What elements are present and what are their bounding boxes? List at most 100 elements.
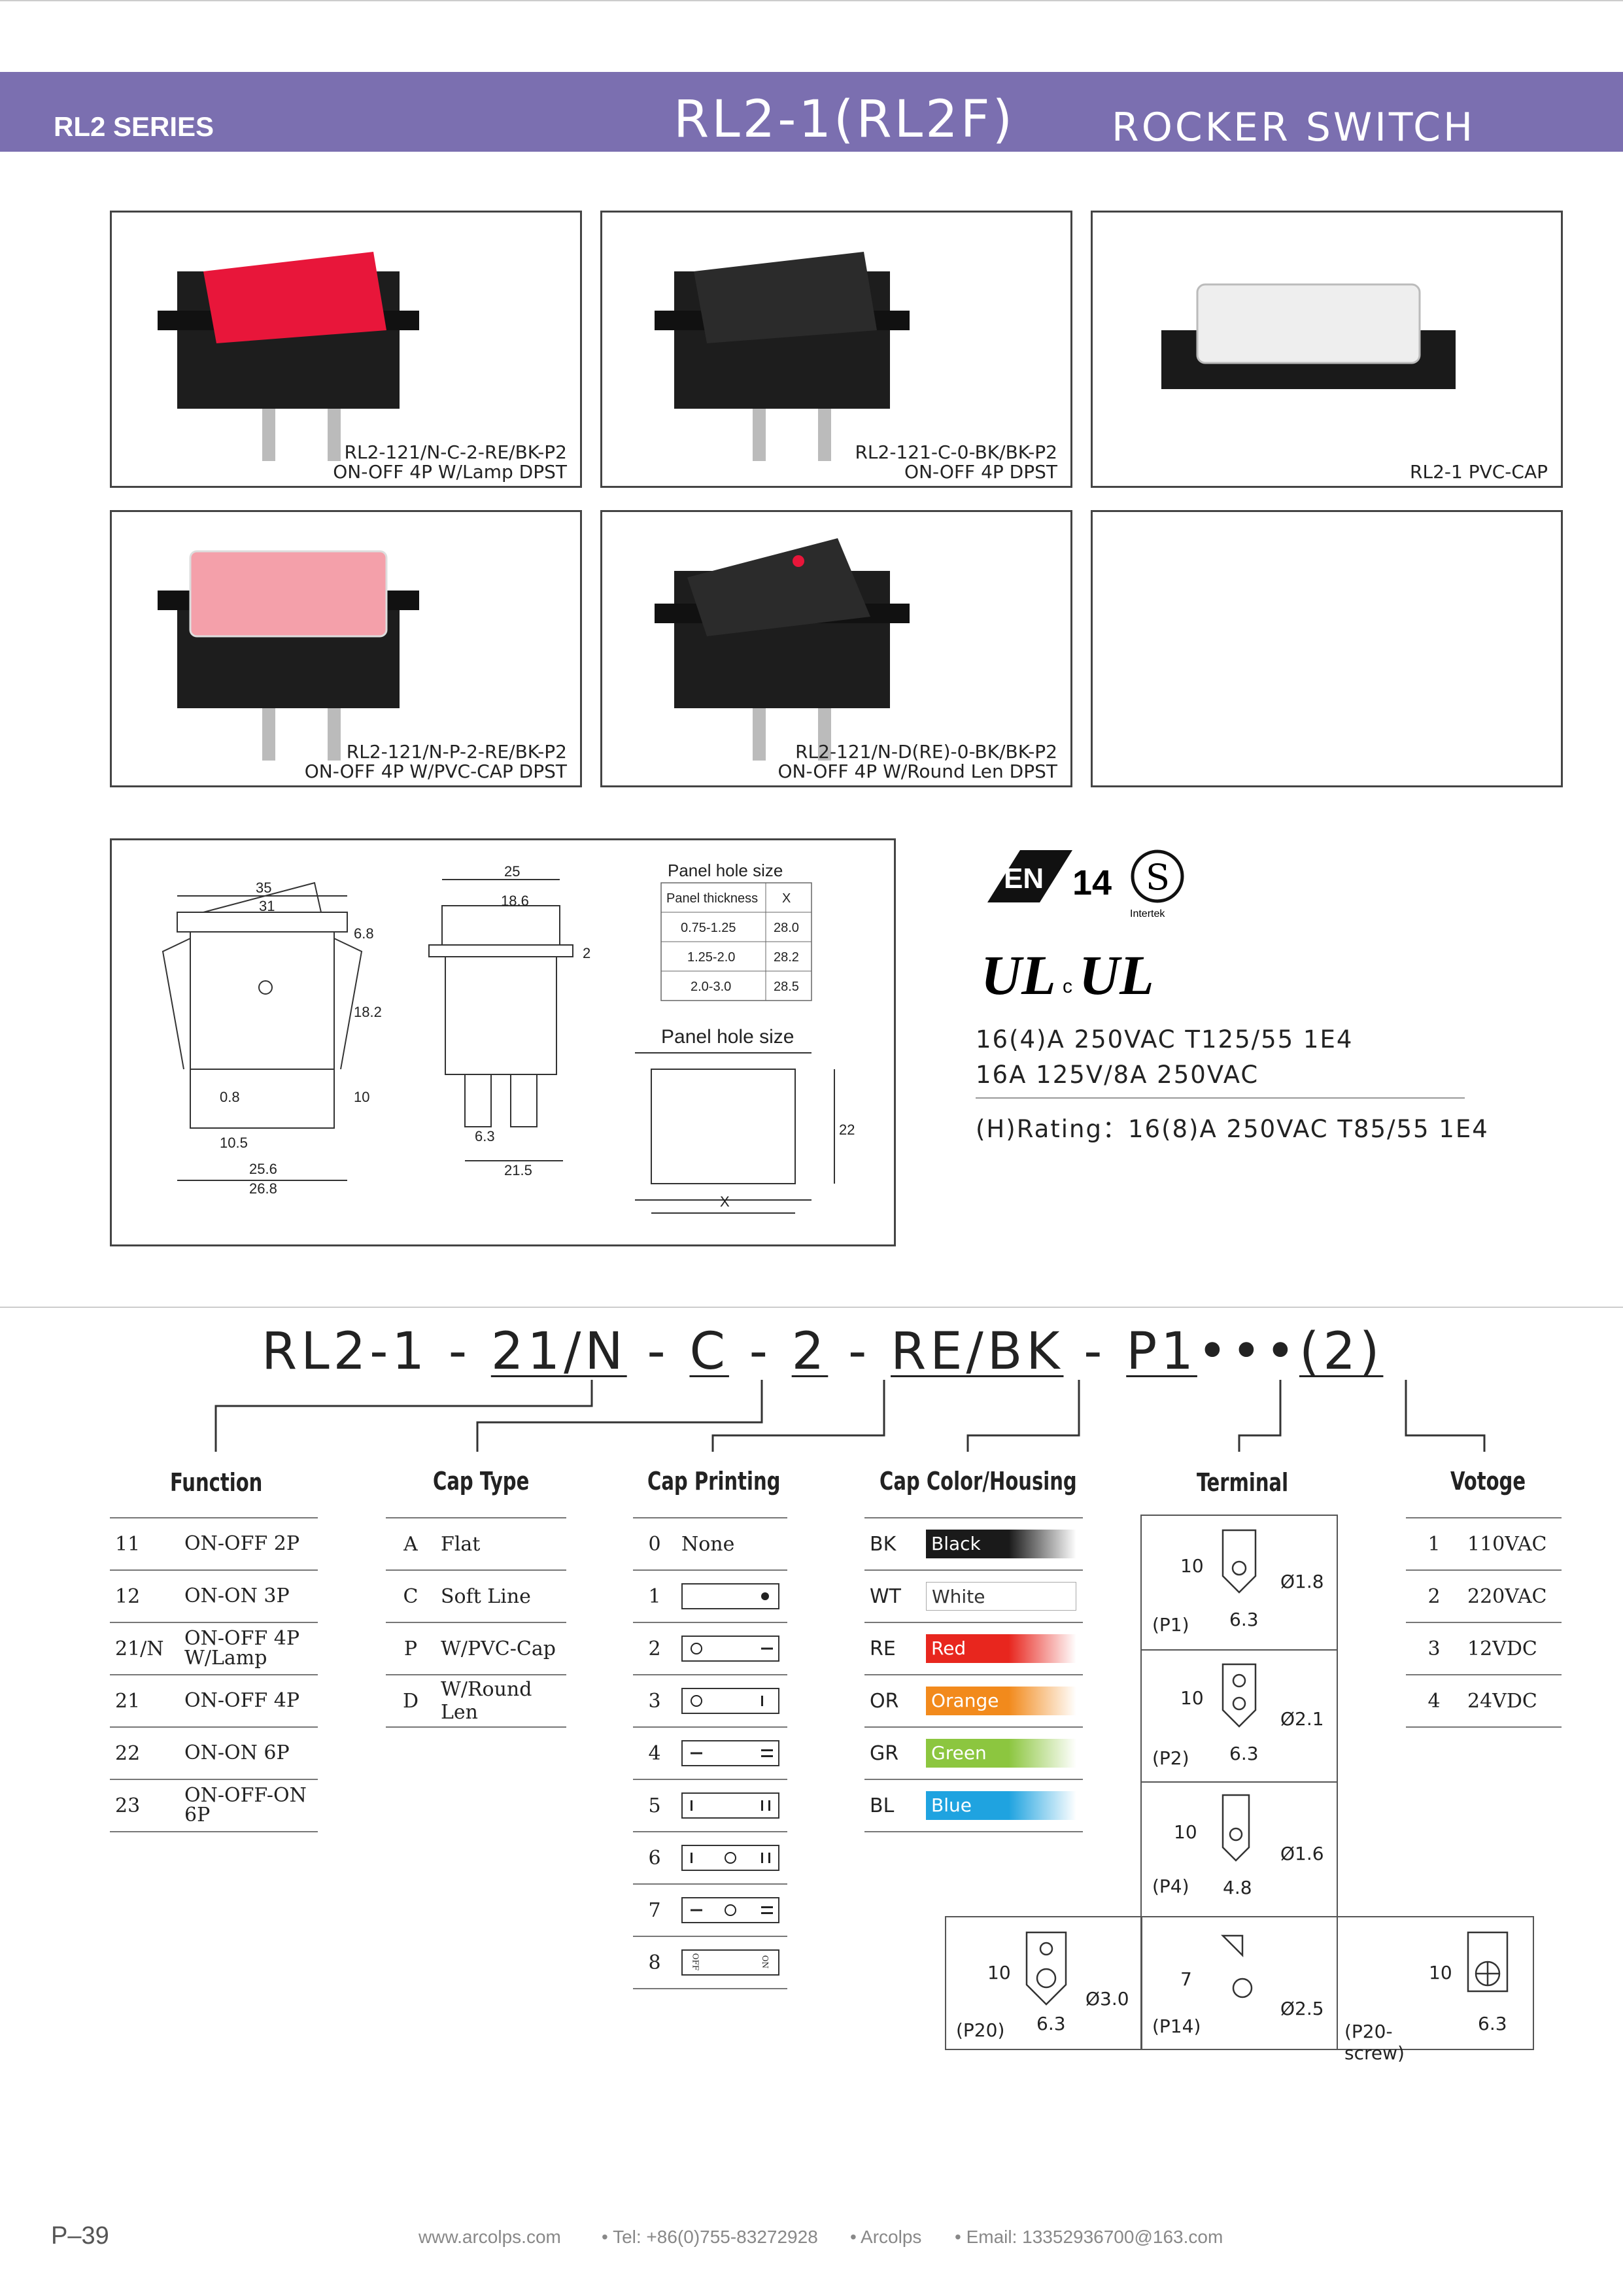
function-desc: ON-OFF 2P (179, 1517, 318, 1570)
photo-caption-3: RL2-1 PVC-CAP (1410, 461, 1548, 483)
code-sep-1: - (448, 1322, 471, 1381)
function-code: 11 (110, 1517, 179, 1570)
print-mark-o (725, 1904, 736, 1916)
rating-line-1: 16(4)A 250VAC T125/55 1E4 (976, 1025, 1354, 1054)
color-swatch: Black (926, 1530, 1076, 1558)
svg-text:0.75-1.25: 0.75-1.25 (681, 921, 736, 935)
cap-type-desc: W/Round Len (436, 1674, 566, 1728)
svg-text:10: 10 (354, 1089, 369, 1105)
voltage-code: 1 (1406, 1517, 1462, 1570)
p4-label: (P4) (1152, 1876, 1189, 1897)
voltage-code: 3 (1406, 1622, 1462, 1675)
page-number: P–39 (51, 2222, 109, 2250)
color-code: GR (864, 1726, 921, 1779)
svg-text:26.8: 26.8 (249, 1180, 277, 1197)
enec-logo: EN 14 (987, 850, 1112, 902)
code-voltage: (2) (1299, 1322, 1384, 1381)
function-desc: ON-ON 6P (179, 1726, 318, 1779)
printing-code: 7 (633, 1883, 676, 1936)
cap-printing-row: 5 (633, 1779, 787, 1832)
color-code: OR (864, 1674, 921, 1727)
intertek-s-logo: S Intertek (1130, 849, 1184, 919)
svg-text:28.5: 28.5 (774, 980, 799, 994)
svg-text:18.2: 18.2 (354, 1004, 382, 1020)
cap-printing-row: 1 (633, 1569, 787, 1622)
printing-box (681, 1583, 779, 1609)
color-swatch: White (926, 1582, 1076, 1611)
p20-label: (P20) (956, 2019, 1005, 2041)
rating-line-3: (H)Rating：16(8)A 250VAC T85/55 1E4 (976, 1115, 1489, 1143)
code-sep-2: - (647, 1322, 670, 1381)
svg-text:2: 2 (583, 945, 590, 961)
terminal-shapes (1025, 1529, 1509, 2006)
printing-code: 4 (633, 1726, 676, 1779)
terminal-p20-screw (1337, 1916, 1534, 2050)
svg-text:Panel hole size: Panel hole size (668, 861, 783, 880)
print-mark-dbar (761, 1800, 770, 1811)
heading-cap-color: Cap Color/Housing (880, 1467, 1077, 1496)
pvc-cap-image (1161, 283, 1456, 389)
dimension-drawing: 35 31 6.8 18.2 10 0.8 10.5 25.6 26.8 25 … (110, 838, 896, 1246)
svg-text:31: 31 (259, 898, 275, 914)
function-code: 21 (110, 1674, 179, 1727)
heading-voltage: Votoge (1450, 1467, 1526, 1496)
color-swatch: Green (926, 1739, 1076, 1768)
printing-symbol (676, 1883, 787, 1936)
svg-text:2.0-3.0: 2.0-3.0 (691, 980, 731, 994)
p1-h: 10 (1180, 1555, 1204, 1577)
printing-box (681, 1792, 779, 1819)
printing-code: 0 (633, 1517, 676, 1570)
switch-red-pvc-image (158, 550, 419, 761)
color-swatch: Orange (926, 1687, 1076, 1715)
code-sep-5: - (1084, 1322, 1106, 1381)
p1-dia: Ø1.8 (1280, 1571, 1324, 1592)
function-code: 23 (110, 1779, 179, 1832)
printing-code: 8 (633, 1936, 676, 1989)
footer-web[interactable]: www.arcolps.com (419, 2227, 561, 2247)
color-swatch: Red (926, 1634, 1076, 1663)
print-mark-dash (691, 1909, 702, 1911)
code-cap: C (689, 1322, 729, 1381)
footer-email[interactable]: • Email: 13352936700@163.com (955, 2227, 1223, 2247)
svg-text:28.2: 28.2 (774, 950, 799, 965)
cap-printing-row: 2 (633, 1622, 787, 1675)
voltage-value: 110VAC (1462, 1517, 1562, 1570)
p4-dia: Ø1.6 (1280, 1843, 1324, 1864)
cap-printing-row: 4 (633, 1726, 787, 1779)
cap-type-code: A (386, 1517, 436, 1570)
svg-text:14: 14 (1072, 863, 1112, 902)
svg-text:18.6: 18.6 (501, 893, 529, 909)
drawing-svg: 35 31 6.8 18.2 10 0.8 10.5 25.6 26.8 25 … (162, 861, 855, 1214)
color-swatch-cell: Red (921, 1622, 1083, 1675)
printing-code: 3 (633, 1674, 676, 1727)
code-sep-3: - (749, 1322, 772, 1381)
printing-symbol (676, 1674, 787, 1727)
code-terminal: P1 (1126, 1322, 1197, 1381)
color-swatch-cell: Green (921, 1726, 1083, 1779)
svg-text:c: c (1063, 976, 1072, 997)
color-code: BK (864, 1517, 921, 1570)
svg-text:Panel hole size: Panel hole size (661, 1026, 794, 1048)
printing-code: 5 (633, 1779, 676, 1832)
p2-label: (P2) (1152, 1747, 1189, 1769)
print-mark-dbar (761, 1853, 770, 1863)
svg-text:X: X (720, 1193, 730, 1210)
svg-text:UL: UL (1079, 944, 1154, 1006)
